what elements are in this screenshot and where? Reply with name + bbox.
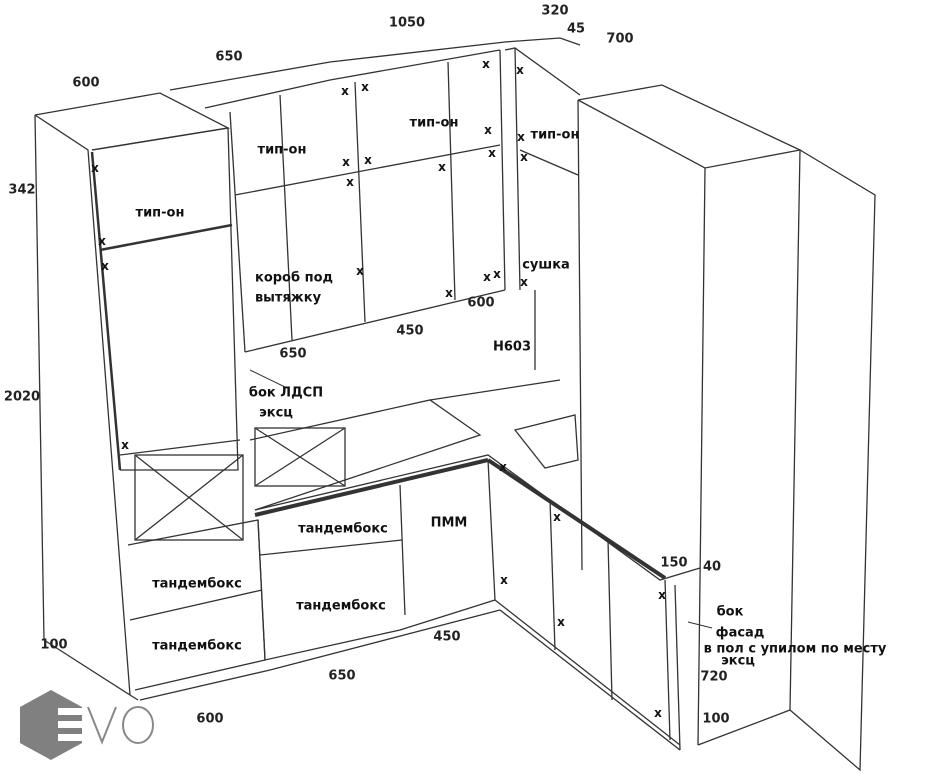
dim-upper-600: 600: [467, 295, 495, 311]
label-side-ldsp: эксц: [259, 405, 293, 421]
dim-base-450: 450: [433, 629, 461, 645]
hinge-mark: x: [361, 80, 369, 94]
label-dryer: сушка: [522, 257, 570, 273]
hinge-mark: x: [341, 84, 349, 98]
hinge-mark: x: [517, 130, 525, 144]
dim-tall-top-height: 342: [8, 182, 36, 198]
dim-corner-700: 700: [606, 31, 634, 47]
dim-plinth-right: 100: [702, 711, 730, 727]
label-tandembox: тандембокс: [152, 638, 242, 654]
label-side-note: фасад: [715, 625, 765, 641]
dim-corner-45: 45: [566, 21, 586, 37]
tall-cabinet: [34, 92, 266, 701]
hinge-mark: x: [557, 615, 565, 629]
evo-logo: [20, 690, 154, 760]
hinge-mark: x: [101, 259, 109, 273]
label-hood-box: вытяжку: [254, 290, 322, 306]
label-side-note: эксц: [721, 653, 755, 669]
hinge-mark: x: [438, 160, 446, 174]
label-dishwasher: ПММ: [430, 515, 468, 531]
hinge-mark: x: [658, 588, 666, 602]
dim-base-600: 600: [196, 711, 224, 727]
label-side-ldsp: бок ЛДСП: [248, 385, 324, 401]
hinge-mark: x: [445, 286, 453, 300]
label-tip-on: тип-он: [409, 115, 459, 131]
hinge-mark: x: [342, 155, 350, 169]
label-side-note: в пол с упилом по месту: [703, 641, 887, 657]
hinge-mark: x: [488, 146, 496, 160]
hinge-mark: x: [654, 706, 662, 720]
dim-worktop-40: 40: [702, 559, 722, 575]
dim-tall-height: 2020: [3, 389, 41, 405]
hinge-mark: x: [364, 153, 372, 167]
label-tandembox: тандембокс: [296, 598, 386, 614]
dim-plinth-left: 100: [40, 637, 68, 653]
label-tandembox: тандембокс: [152, 576, 242, 592]
hinge-mark: x: [482, 57, 490, 71]
hinge-mark: x: [121, 438, 129, 452]
dim-corner-320: 320: [541, 3, 569, 19]
base-cabinets: [139, 379, 701, 751]
hinge-mark: x: [91, 161, 99, 175]
hinge-mark: x: [553, 510, 561, 524]
label-tandembox: тандембокс: [298, 521, 388, 537]
dim-upper-450: 450: [396, 323, 424, 339]
hinge-mark: x: [484, 123, 492, 137]
hinge-mark: x: [520, 150, 528, 164]
label-tip-on: тип-он: [257, 142, 307, 158]
upper-cabinets: [169, 37, 581, 370]
label-h603: H603: [492, 339, 532, 355]
hinge-mark: x: [356, 264, 364, 278]
hinge-mark: x: [520, 275, 528, 289]
dim-base-650: 650: [328, 668, 356, 684]
dim-top-left-width: 650: [215, 49, 243, 65]
hinge-mark: x: [346, 175, 354, 189]
label-tip-on: тип-он: [135, 205, 185, 221]
dim-end-720: 720: [700, 669, 728, 685]
hinge-mark: x: [483, 270, 491, 284]
dim-tall-width: 600: [72, 75, 100, 91]
label-tip-on: тип-он: [530, 127, 580, 143]
dim-top-mid-width: 1050: [388, 15, 426, 31]
hinge-mark: x: [499, 460, 507, 474]
hinge-mark: x: [98, 234, 106, 248]
hinge-mark: x: [500, 573, 508, 587]
label-side-note: бок: [716, 604, 744, 620]
dim-hood-650: 650: [279, 346, 307, 362]
right-tall-cabinet-and-wall: [249, 84, 876, 772]
hinge-mark: x: [493, 267, 501, 281]
label-hood-box: короб под: [254, 270, 334, 286]
dim-end-150: 150: [660, 555, 688, 571]
hinge-mark: x: [516, 63, 524, 77]
